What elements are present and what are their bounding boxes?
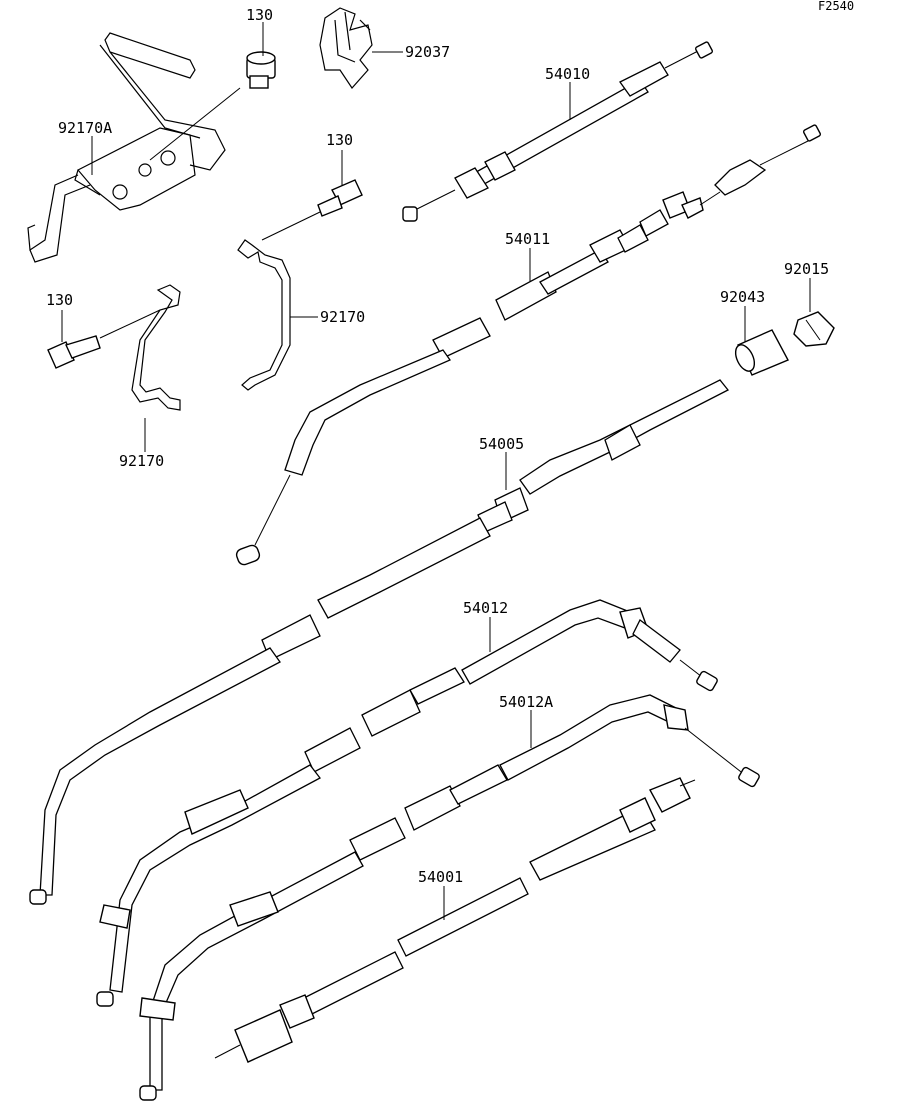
callout-label: 92170A [58,119,112,137]
bolt-130-left-part [47,309,161,369]
callout-label: 92037 [405,43,450,61]
cable-54012-part [96,599,718,1007]
bolt-130-mid-part [261,179,363,241]
clamp-92170-mid-part [237,239,291,391]
callout-54010: 54010 [545,65,590,120]
callout-92170-left: 92170 [119,418,164,470]
callout-label: 130 [326,131,353,149]
cable-54005-part [29,379,730,905]
cable-54001-part [214,777,696,1063]
callout-54001: 54001 [418,868,463,920]
figure-code: F2540 [818,0,854,13]
callout-130-top: 130 [246,6,273,56]
callout-92170-mid: 92170 [290,308,365,326]
cable-54011-part [235,124,821,566]
cable-54010-part [402,41,713,222]
cable-54012A-part [139,694,760,1101]
callout-label: 92170 [119,452,164,470]
callout-92170A: 92170A [58,119,112,175]
callout-54012A: 54012A [499,693,553,748]
callout-label: 54005 [479,435,524,453]
callout-54011: 54011 [505,230,550,282]
callout-label: 92015 [784,260,829,278]
bolt-130-top-part [149,51,276,161]
callout-92015: 92015 [784,260,829,312]
callout-92037: 92037 [372,43,450,61]
callout-label: 54011 [505,230,550,248]
callout-label: 130 [46,291,73,309]
callout-label: 92043 [720,288,765,306]
callout-54005: 54005 [479,435,524,490]
nut-92015-part [793,311,835,347]
bracket-92170A-part [27,32,226,263]
clamp-92037-part [319,7,373,89]
callout-54012: 54012 [463,599,508,652]
callout-92043: 92043 [720,288,765,342]
callout-130-left: 130 [46,291,73,342]
callout-130-mid: 130 [326,131,353,186]
callout-label: 54012 [463,599,508,617]
callout-label: 130 [246,6,273,24]
collar-92043-part [734,329,789,376]
clamp-92170-left-part [131,284,181,411]
callout-label: 54010 [545,65,590,83]
callout-label: 54001 [418,868,463,886]
callout-label: 92170 [320,308,365,326]
callout-label: 54012A [499,693,553,711]
